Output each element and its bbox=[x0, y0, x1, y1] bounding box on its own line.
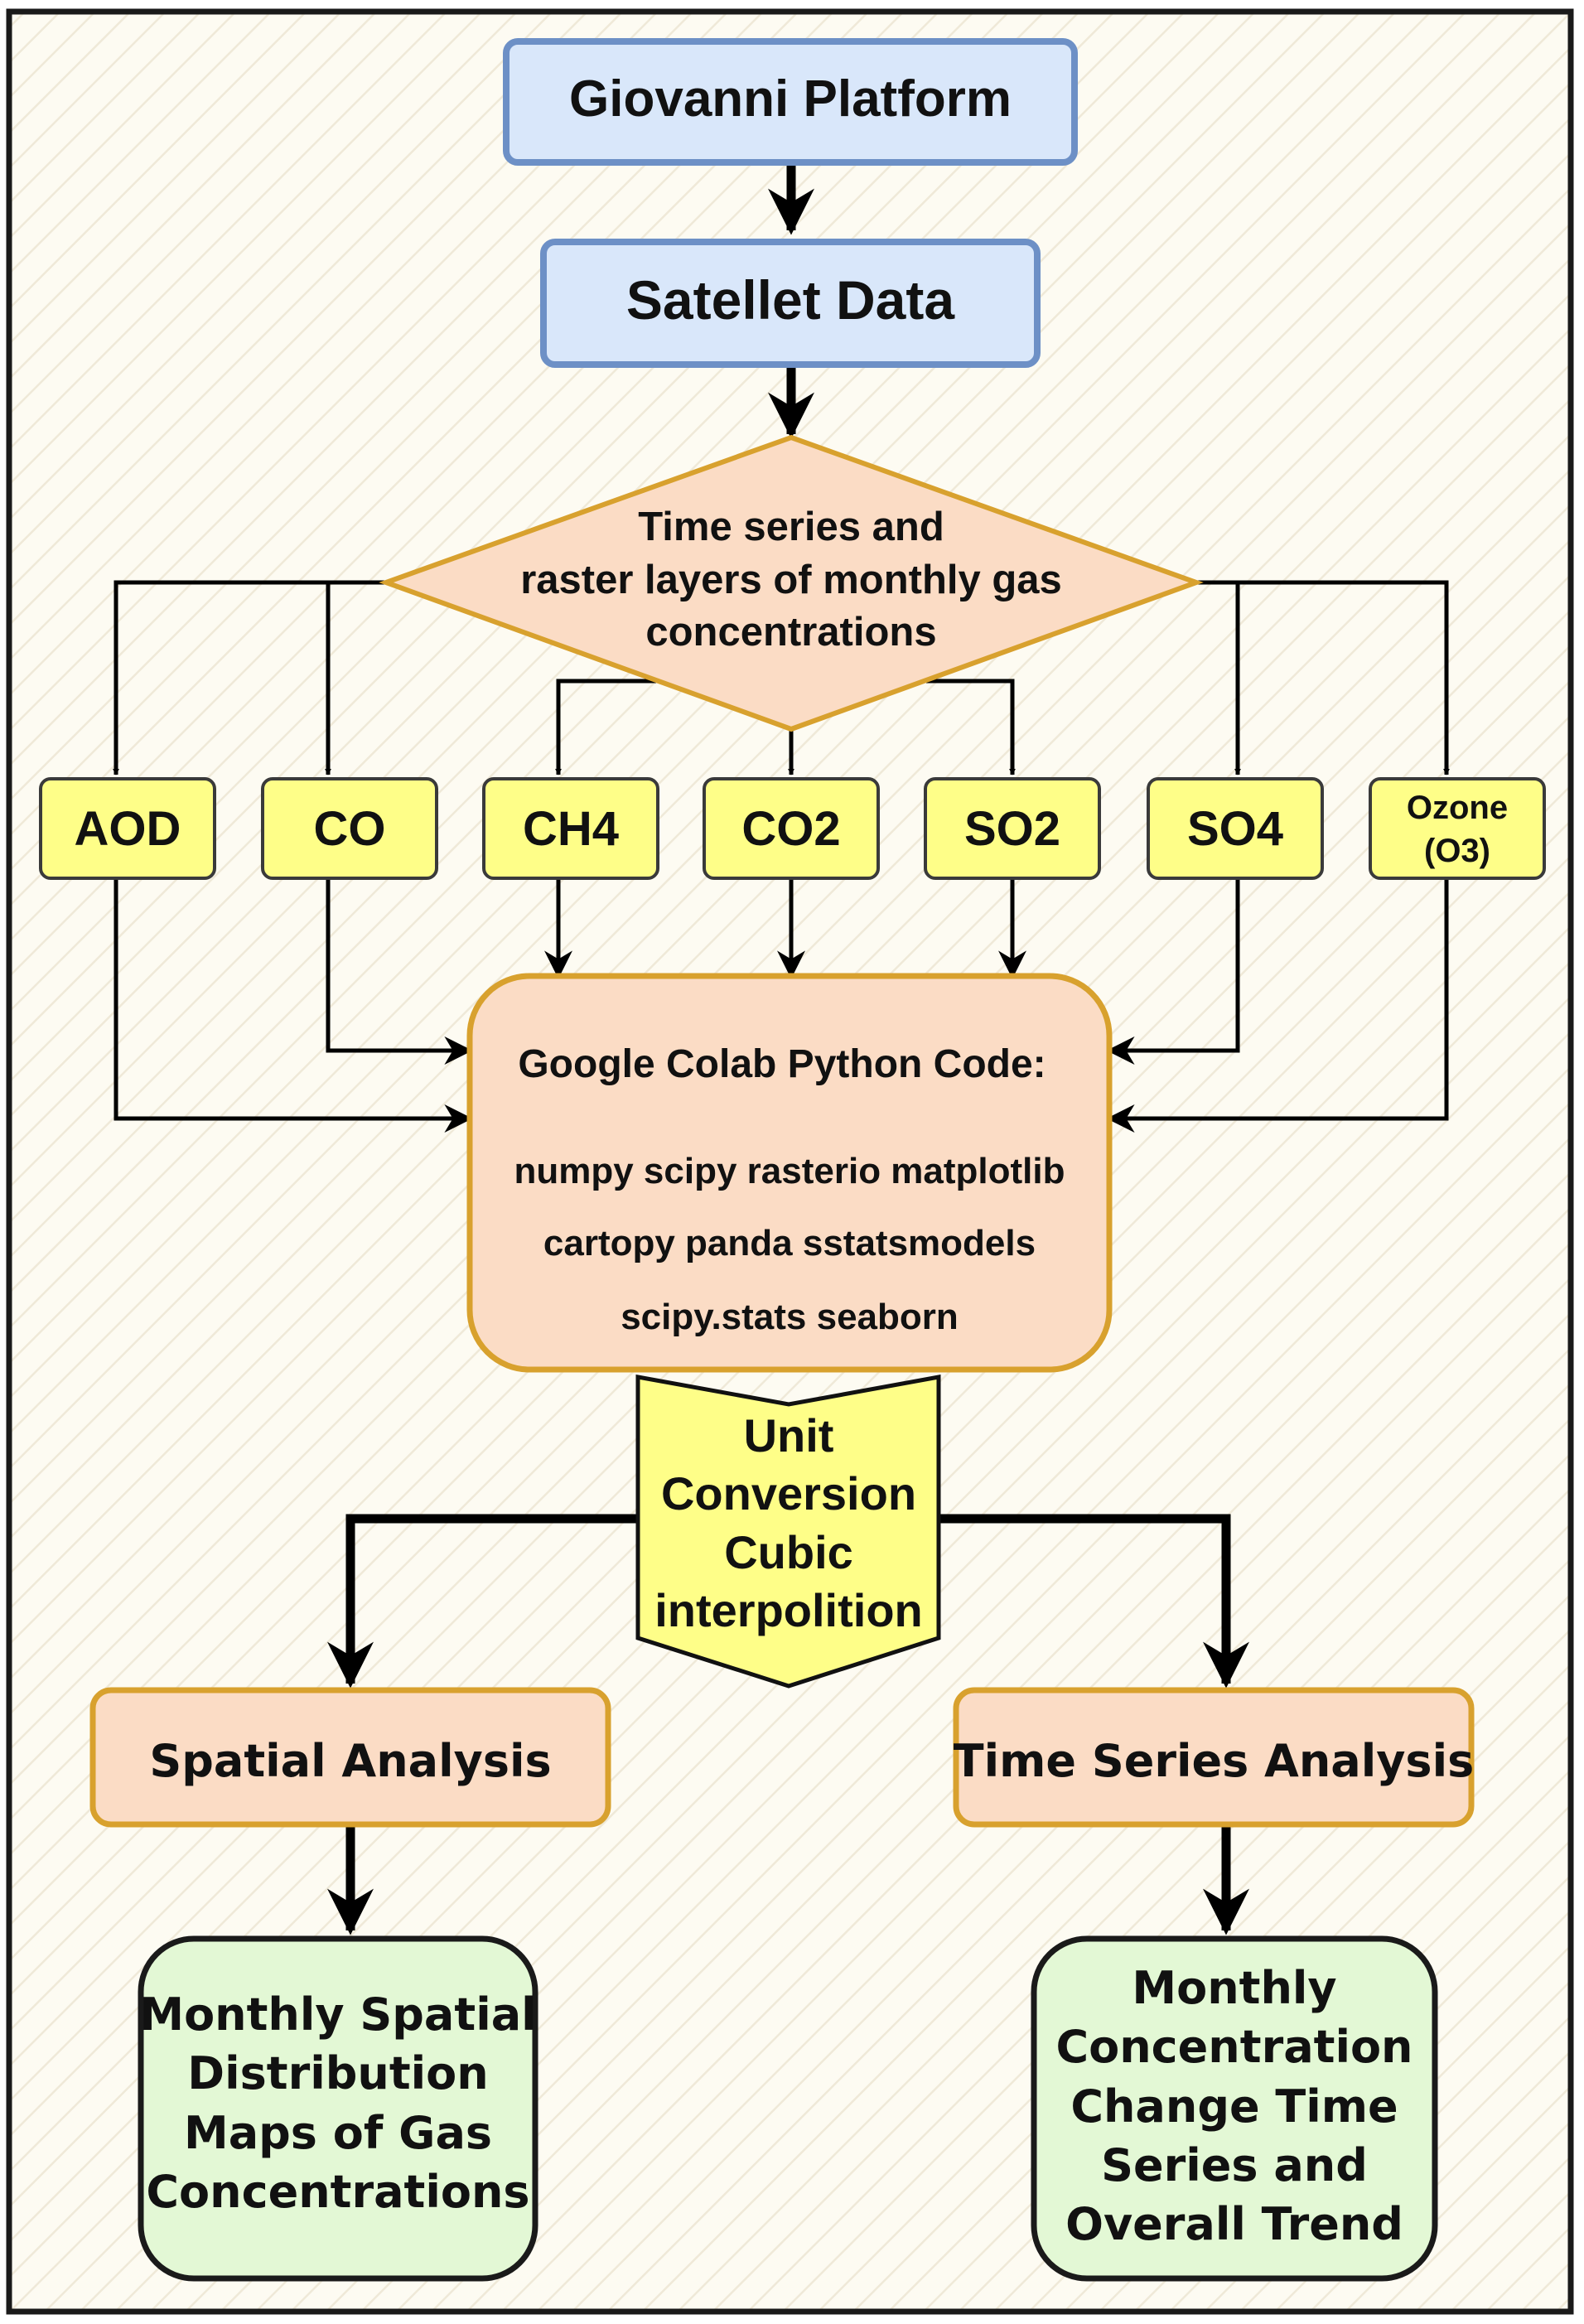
gas-box-ch4: CH4 bbox=[482, 777, 659, 880]
spatial-analysis-node: Spatial Analysis bbox=[89, 1687, 611, 1828]
timeseries-output-line-4: Series and bbox=[1101, 2139, 1368, 2191]
gas-label-so2: SO2 bbox=[964, 802, 1060, 856]
arrow-so4-colab bbox=[1106, 878, 1240, 1065]
conversion-label-line-1: Unit bbox=[744, 1409, 834, 1462]
decision-label-line-3: concentrations bbox=[645, 610, 936, 655]
timeseries-output-line-2: Concentration bbox=[1056, 2021, 1413, 2073]
timeseries-output-line-3: Change Time bbox=[1070, 2080, 1398, 2133]
arrow-conversion-spatial bbox=[327, 1514, 638, 1689]
gas-label-ozone-line-2: (O3) bbox=[1424, 833, 1490, 869]
gas-box-co2: CO2 bbox=[703, 777, 880, 880]
gas-box-so4: SO4 bbox=[1147, 777, 1324, 880]
gas-box-so2: SO2 bbox=[924, 777, 1101, 880]
decision-label-line-2: raster layers of monthly gas bbox=[520, 558, 1062, 602]
conversion-label-line-3: Cubic bbox=[724, 1526, 853, 1578]
timeseries-output-line-5: Overall Trend bbox=[1065, 2198, 1403, 2250]
decision-diamond: Time series and raster layers of monthly… bbox=[379, 434, 1204, 732]
time-series-analysis-label: Time Series Analysis bbox=[954, 1735, 1474, 1787]
gas-label-co: CO bbox=[314, 802, 386, 856]
conversion-label-line-4: interpolition bbox=[654, 1584, 923, 1636]
arrow-decision-ozone bbox=[1196, 580, 1450, 775]
timeseries-output-line-1: Monthly bbox=[1132, 1962, 1336, 2014]
gas-label-so4: SO4 bbox=[1187, 802, 1283, 856]
gas-box-co: CO bbox=[261, 777, 438, 880]
arrow-aod-colab bbox=[113, 878, 473, 1133]
colab-libraries-line-3: scipy.stats seaborn bbox=[621, 1297, 959, 1337]
colab-libraries-line-2: cartopy panda sstatsmodels bbox=[543, 1223, 1036, 1263]
time-series-analysis-node: Time Series Analysis bbox=[953, 1687, 1475, 1828]
arrow-decision-aod bbox=[113, 580, 386, 775]
conversion-label-line-2: Conversion bbox=[661, 1467, 916, 1520]
colab-node: Google Colab Python Code: numpy scipy ra… bbox=[466, 973, 1113, 1373]
spatial-output-line-1: Monthly Spatial bbox=[139, 1988, 536, 2041]
gas-label-ozone-line-1: Ozone bbox=[1407, 790, 1508, 826]
arrow-conversion-timeseries bbox=[939, 1514, 1249, 1689]
timeseries-output-node: Monthly Concentration Change Time Series… bbox=[1031, 1935, 1438, 2282]
gas-box-aod: AOD bbox=[39, 777, 216, 880]
colab-libraries-line-1: numpy scipy rasterio matplotlib bbox=[514, 1151, 1065, 1191]
arrow-co-colab bbox=[326, 878, 473, 1065]
arrow-decision-so2 bbox=[926, 679, 1016, 775]
gas-label-co2: CO2 bbox=[741, 802, 840, 856]
spatial-output-line-2: Distribution bbox=[187, 2047, 488, 2099]
conversion-chevron: Unit Conversion Cubic interpolition bbox=[635, 1375, 941, 1689]
gas-label-ch4: CH4 bbox=[523, 802, 619, 856]
gas-label-aod: AOD bbox=[75, 802, 181, 856]
decision-label-line-1: Time series and bbox=[638, 505, 944, 549]
giovanni-platform-node: Giovanni Platform bbox=[503, 38, 1078, 166]
spatial-output-node: Monthly Spatial Distribution Maps of Gas… bbox=[138, 1935, 538, 2282]
connectors bbox=[113, 162, 1450, 1935]
spatial-output-line-3: Maps of Gas bbox=[184, 2107, 492, 2159]
satellite-data-node: Satellet Data bbox=[540, 239, 1041, 368]
gas-box-ozone: Ozone (O3) bbox=[1369, 777, 1546, 880]
spatial-output-line-4: Concentrations bbox=[146, 2166, 529, 2218]
colab-title: Google Colab Python Code: bbox=[518, 1042, 1046, 1086]
arrow-decision-ch4 bbox=[555, 679, 656, 775]
giovanni-platform-label: Giovanni Platform bbox=[569, 70, 1012, 128]
spatial-analysis-label: Spatial Analysis bbox=[149, 1735, 551, 1787]
arrow-ozone-colab bbox=[1106, 878, 1449, 1133]
satellite-data-label: Satellet Data bbox=[626, 269, 955, 331]
